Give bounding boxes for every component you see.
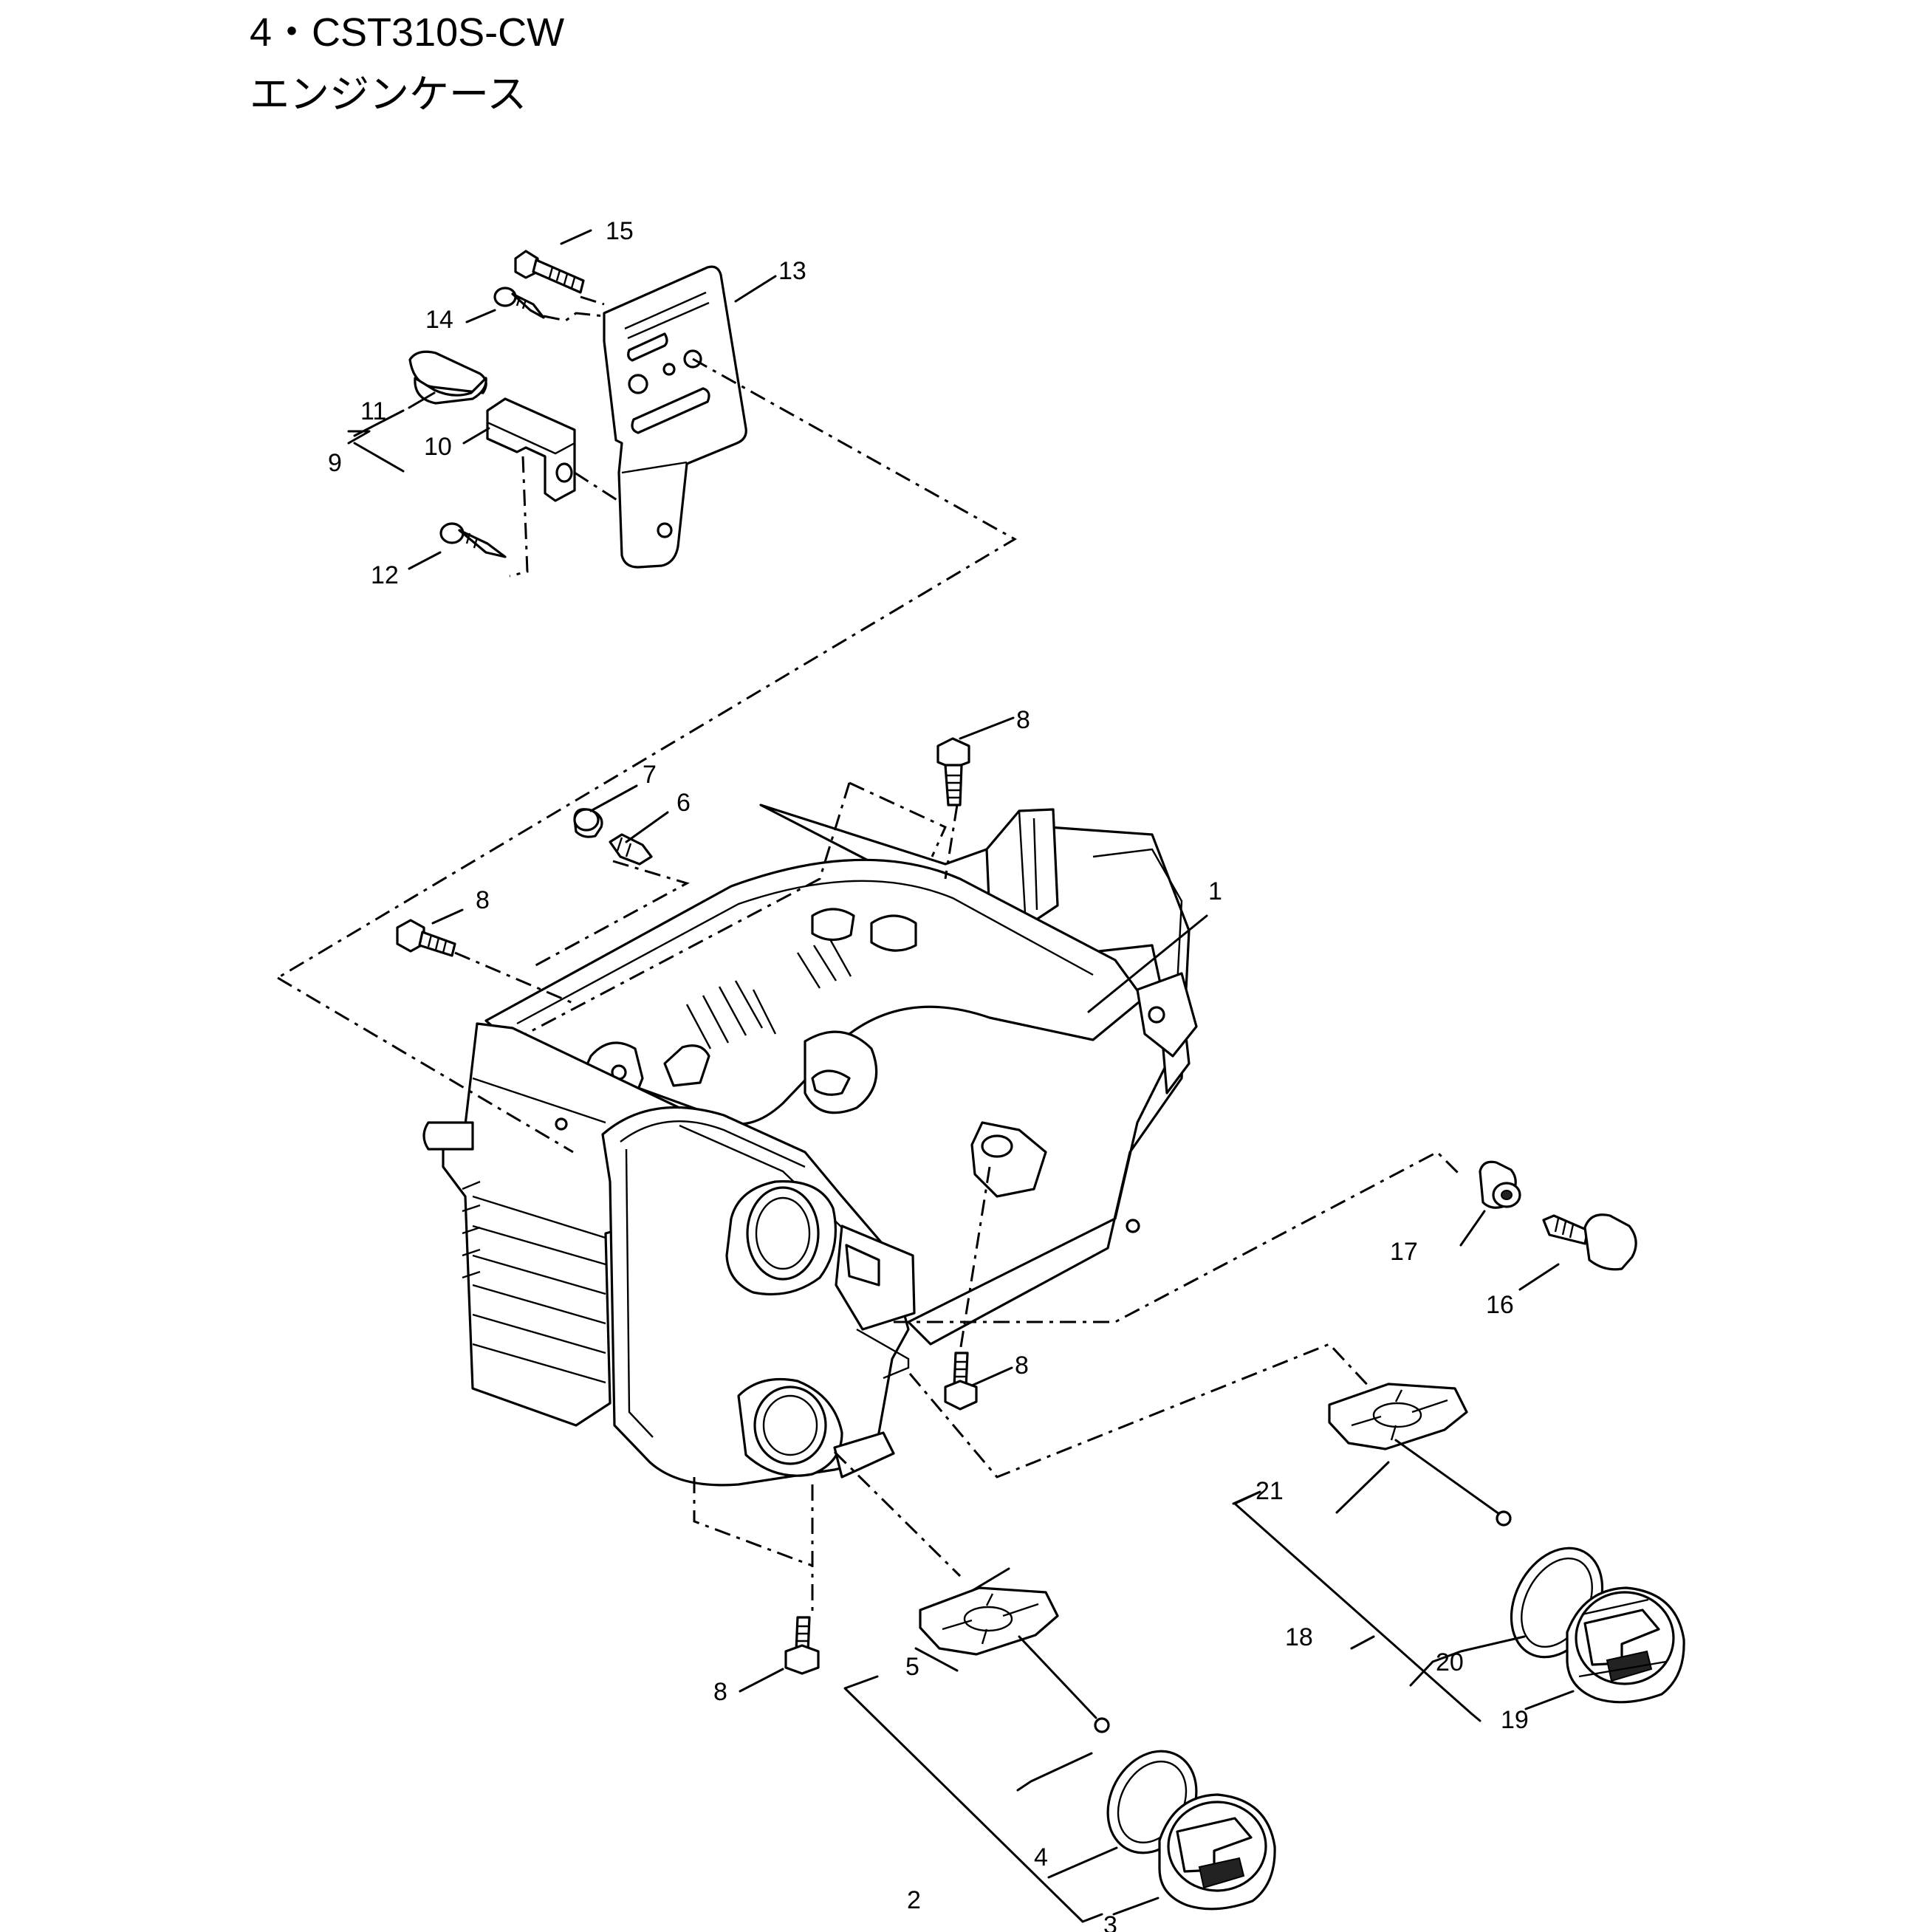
section-title: エンジンケース xyxy=(250,72,527,117)
part-10-bracket xyxy=(486,397,576,502)
part-21-filter-right xyxy=(1328,1383,1512,1527)
part-8-bolt-right xyxy=(944,1352,978,1411)
diagram-header: 4・CST310S-CW エンジンケース xyxy=(250,1,564,126)
part-14-screw xyxy=(493,287,545,319)
part-17-grommet xyxy=(1479,1160,1521,1209)
part-7-cap xyxy=(573,808,603,838)
part-8-bolt-bottom xyxy=(784,1616,820,1675)
part-15-bolt xyxy=(514,250,585,294)
callout-14: 14 xyxy=(425,306,453,334)
part-1-engine-case xyxy=(422,804,1198,1487)
part-8-bolt-left xyxy=(396,919,456,957)
callout-8-right: 8 xyxy=(1015,1352,1029,1380)
part-5-filter-left xyxy=(919,1586,1110,1733)
callout-5: 5 xyxy=(905,1653,919,1681)
part-12-screw xyxy=(439,522,507,558)
callout-1: 1 xyxy=(1208,877,1222,905)
part-16-plug xyxy=(1542,1213,1637,1271)
callout-12: 12 xyxy=(371,561,399,589)
part-11-spacer xyxy=(408,350,487,405)
callout-3: 3 xyxy=(1103,1911,1117,1932)
callout-11: 11 xyxy=(360,397,386,425)
part-13-guide-plate xyxy=(603,265,747,569)
callout-6: 6 xyxy=(676,789,691,817)
callout-13: 13 xyxy=(778,257,806,285)
model-line: 4・CST310S-CW xyxy=(250,10,565,55)
callout-4: 4 xyxy=(1034,1843,1048,1871)
part-6-pin xyxy=(609,833,653,866)
part-19-cap-right xyxy=(1566,1586,1685,1704)
callout-2: 2 xyxy=(907,1886,921,1914)
callout-15: 15 xyxy=(606,217,634,245)
callout-20: 20 xyxy=(1436,1648,1464,1676)
callout-labels: 1 2 3 4 5 6 7 8 8 8 8 9 10 11 12 13 14 1… xyxy=(328,217,1529,1932)
callout-18: 18 xyxy=(1285,1623,1313,1651)
callout-16: 16 xyxy=(1486,1291,1514,1319)
callout-8-top: 8 xyxy=(1016,706,1030,734)
callout-19: 19 xyxy=(1501,1706,1529,1734)
callout-8-left: 8 xyxy=(476,886,490,914)
callout-8-bottom: 8 xyxy=(713,1678,727,1706)
guide-plate-group xyxy=(277,229,1018,979)
callout-7: 7 xyxy=(643,761,657,789)
assembly-dashes xyxy=(277,781,1461,1617)
callout-21: 21 xyxy=(1256,1477,1284,1505)
callout-17: 17 xyxy=(1390,1238,1418,1266)
part-3-cap-left xyxy=(1158,1793,1276,1911)
part-8-bolt-top xyxy=(936,737,970,806)
callout-10: 10 xyxy=(424,433,452,461)
callout-9: 9 xyxy=(328,449,342,477)
